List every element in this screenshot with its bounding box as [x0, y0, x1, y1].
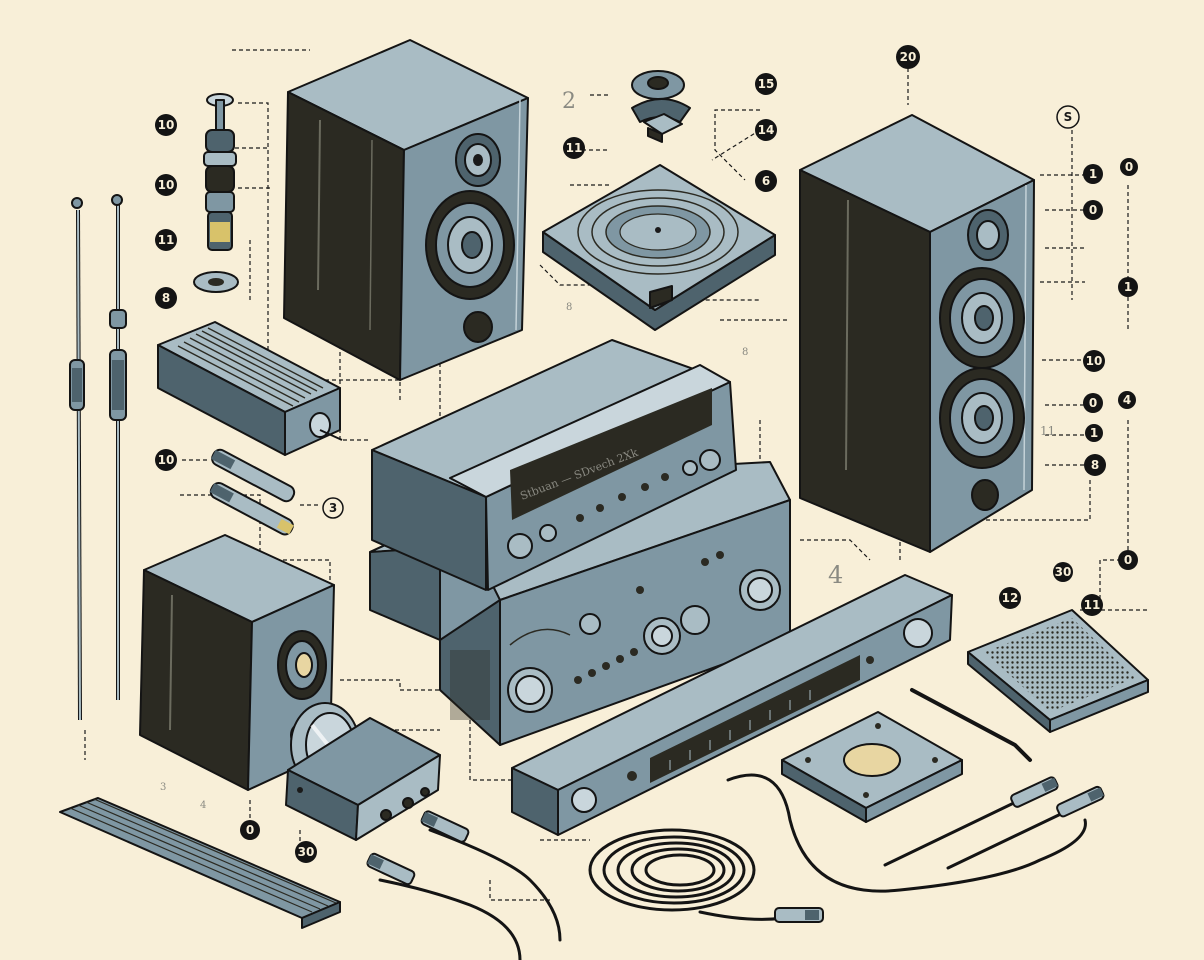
- callout-label: 10: [158, 118, 175, 132]
- antenna-rods: [69, 194, 127, 721]
- cables: [378, 688, 1087, 960]
- callout-label: 8: [162, 291, 170, 305]
- callout-marker: 0: [1118, 550, 1138, 570]
- power-supply-box: [157, 321, 343, 456]
- callout-marker: 1: [1083, 164, 1103, 184]
- callout-label: 0: [246, 823, 254, 837]
- callout-label: 4: [1123, 393, 1131, 407]
- faint-mark: 4: [828, 561, 843, 589]
- callout-marker: 11: [563, 137, 585, 159]
- callout-label: 0: [1125, 160, 1133, 174]
- callout-marker: 10: [155, 174, 177, 196]
- connector-stack: [193, 93, 239, 293]
- callout-label: 0: [1089, 396, 1097, 410]
- callout-marker: 0: [1083, 200, 1103, 220]
- cable-plugs: [366, 776, 1105, 923]
- callout-marker: 20: [896, 45, 920, 69]
- fuse-plugs: [209, 448, 296, 536]
- callout-label: 1: [1090, 426, 1098, 440]
- faint-mark: 8: [742, 347, 748, 358]
- callout-label: 10: [158, 178, 175, 192]
- callout-label: 12: [1002, 591, 1019, 605]
- bookshelf-speaker-top: [283, 39, 529, 381]
- slim-tuner-unit: [511, 574, 953, 836]
- faint-marks: 2 4 11 3 4 8 8: [160, 89, 1055, 811]
- grille-pad: [967, 609, 1149, 733]
- callout-marker: 8: [155, 287, 177, 309]
- faint-mark: 8: [566, 302, 572, 313]
- callout-label: 3: [329, 501, 337, 515]
- callout-marker: 8: [1084, 454, 1106, 476]
- callout-label: 10: [158, 453, 175, 467]
- callout-label: 20: [900, 50, 917, 64]
- callout-label: 30: [298, 845, 315, 859]
- ribbon-strip: [59, 797, 341, 929]
- faint-mark: 3: [160, 782, 166, 793]
- callout-marker: 3: [322, 497, 344, 519]
- callout-label: 14: [758, 123, 775, 137]
- mount-plate: [781, 711, 963, 823]
- callout-marker: S: [1056, 105, 1080, 129]
- callout-label: 11: [158, 233, 175, 247]
- callout-marker: 4: [1118, 391, 1136, 409]
- callout-marker: 6: [755, 170, 777, 192]
- faint-mark: 4: [200, 800, 206, 811]
- callout-marker: 0: [1120, 158, 1138, 176]
- callout-label: 6: [762, 174, 770, 188]
- tower-speaker-right: [799, 114, 1035, 553]
- callout-marker: 30: [1053, 562, 1073, 582]
- callout-label: 8: [1091, 458, 1099, 472]
- faint-mark: 2: [562, 89, 576, 114]
- callout-marker: 0: [1083, 393, 1103, 413]
- callout-marker: 1: [1085, 424, 1103, 442]
- callout-label: 10: [1086, 354, 1103, 368]
- callout-label: 0: [1124, 553, 1132, 567]
- callout-marker: 14: [755, 119, 777, 141]
- faint-mark: 11: [1040, 424, 1055, 438]
- callout-marker: 10: [155, 449, 177, 471]
- callout-label: S: [1064, 110, 1073, 124]
- callout-label: 1: [1124, 280, 1132, 294]
- callout-label: 0: [1089, 203, 1097, 217]
- turntable-platter: [542, 164, 776, 331]
- callout-marker: 30: [295, 841, 317, 863]
- tweeter-parts: [631, 70, 691, 143]
- driver-and-bracket: [285, 702, 441, 841]
- callout-marker: 11: [155, 229, 177, 251]
- callout-label: 11: [566, 141, 583, 155]
- callout-marker: 10: [1083, 350, 1105, 372]
- callout-label: 11: [1084, 598, 1101, 612]
- callout-marker: 0: [240, 820, 260, 840]
- callout-label: 1: [1089, 167, 1097, 181]
- callout-markers: 10 10 11 8 11 15 14 6 20 S 0 1 0 1 10 0 …: [155, 45, 1138, 863]
- callout-marker: 12: [999, 587, 1021, 609]
- callout-marker: 1: [1118, 277, 1138, 297]
- receiver-amplifier-stack: Stbuan — SDvech 2Xk: [369, 339, 791, 746]
- callout-label: 15: [758, 77, 775, 91]
- callout-marker: 11: [1081, 594, 1103, 616]
- callout-label: 30: [1055, 565, 1072, 579]
- callout-marker: 10: [155, 114, 177, 136]
- callout-marker: 15: [755, 73, 777, 95]
